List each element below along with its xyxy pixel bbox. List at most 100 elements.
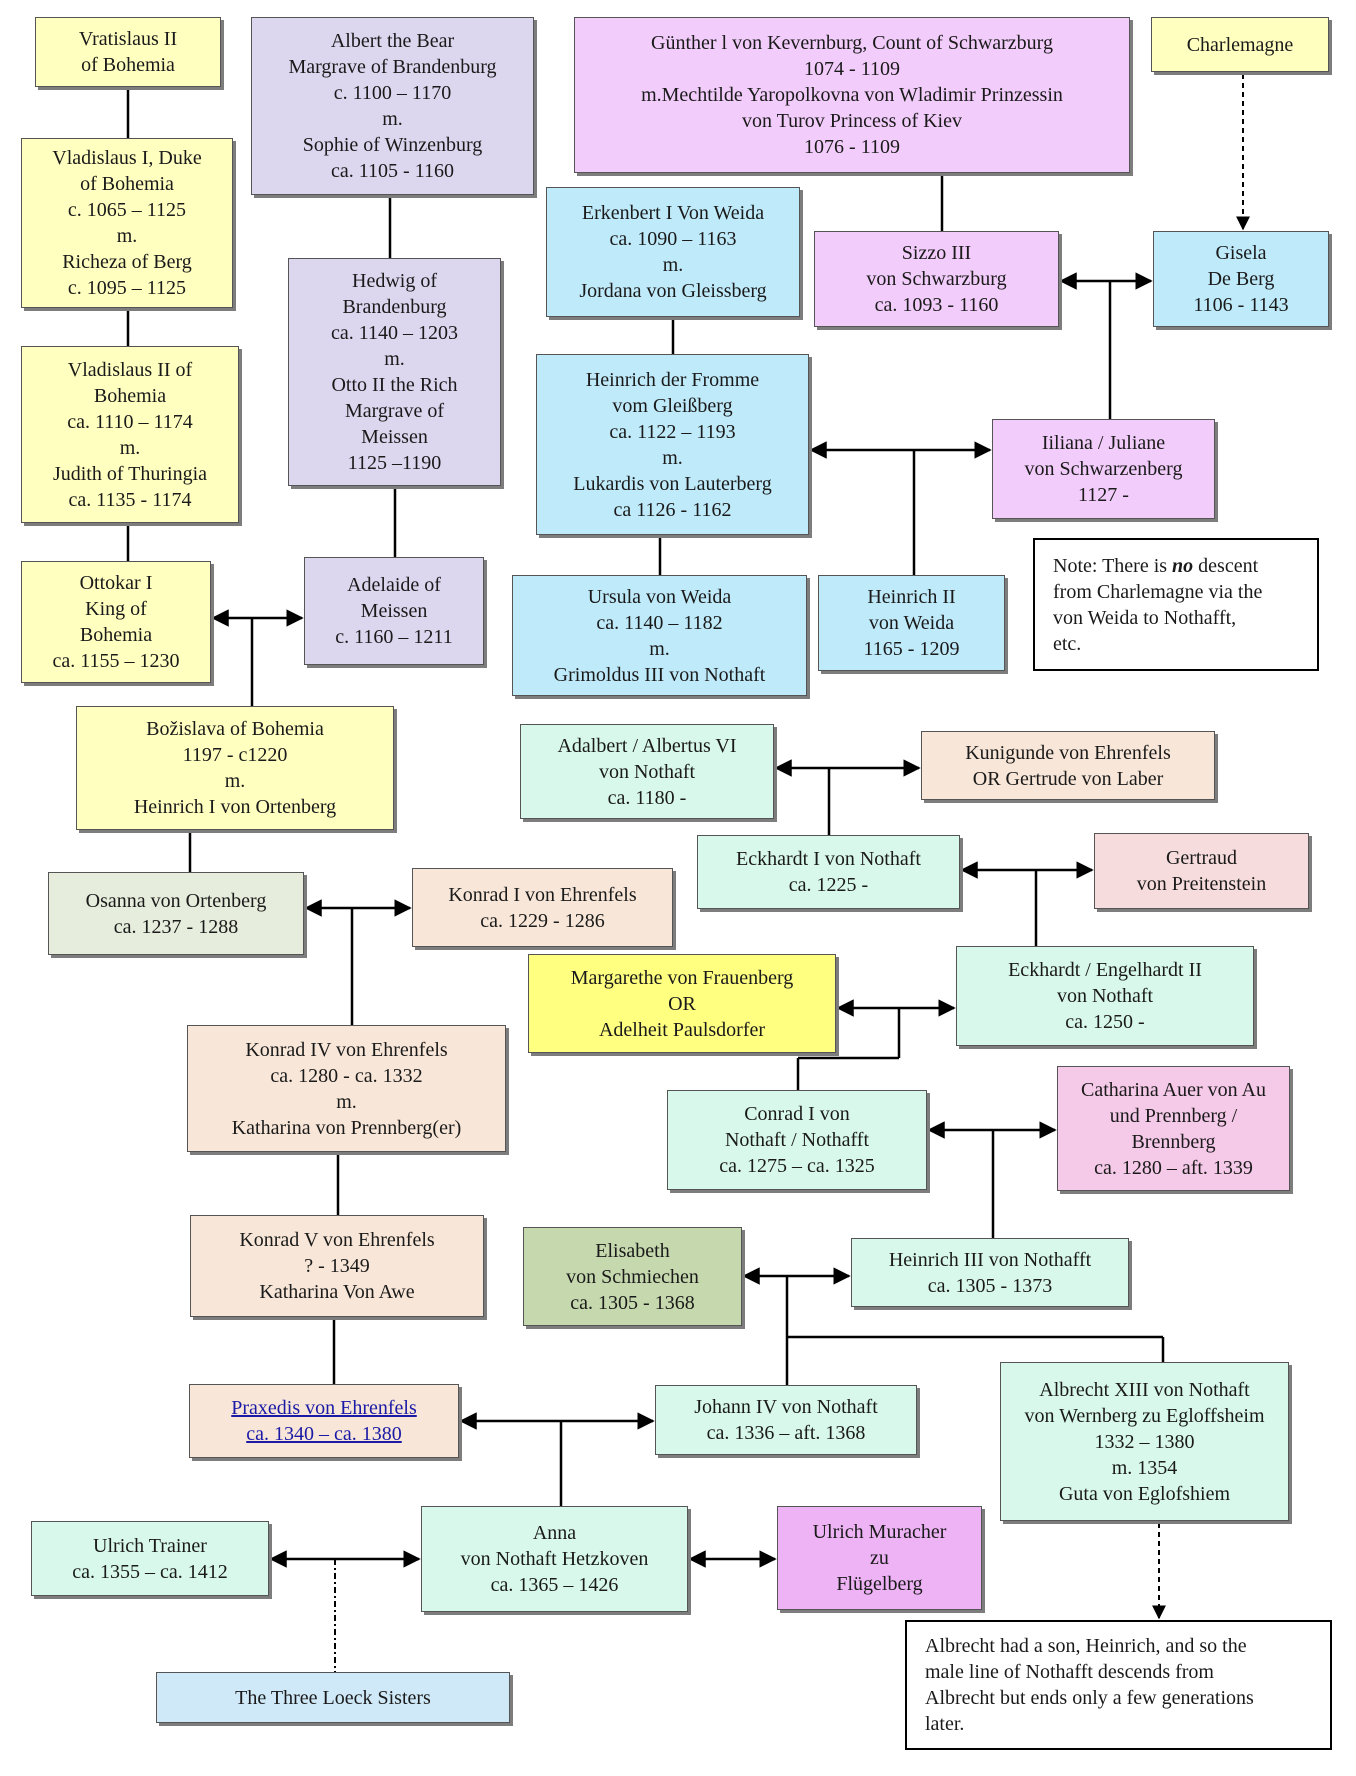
node-text: ca. 1229 - 1286	[480, 909, 605, 932]
node-text: zu	[870, 1547, 889, 1569]
node-text: Lukardis von Lauterberg	[573, 472, 772, 495]
node-text: von Nothaft	[598, 760, 696, 783]
node-text: Adelaide of	[347, 574, 441, 596]
node-text: ca. 1237 - 1288	[113, 915, 239, 938]
node-sizzo: Sizzo III von Schwarzburg ca. 1093 - 116…	[814, 231, 1059, 327]
node-text: Bohemia	[93, 384, 167, 407]
node-gertraud: Gertraud von Preitenstein	[1094, 833, 1309, 909]
node-text: Elisabeth	[595, 1239, 670, 1262]
node-text: 1332 – 1380	[1094, 1430, 1195, 1453]
node-vladislaus-i: Vladislaus I, Duke of Bohemia c. 1065 – …	[21, 138, 233, 308]
node-text: ca. 1140 – 1203	[330, 322, 458, 344]
node-text: ca. 1135 - 1174	[68, 488, 192, 511]
note-text: Albrecht had a son, Heinrich, and so the	[925, 1635, 1247, 1657]
node-text: Gisela	[1215, 242, 1267, 264]
node-kunigunde: Kunigunde von Ehrenfels OR Gertrude von …	[921, 731, 1215, 800]
node-text: Catharina Auer von Au	[1081, 1078, 1266, 1101]
node-text: Judith of Thuringia	[52, 462, 208, 485]
node-text: 1106 - 1143	[1193, 294, 1289, 316]
node-gisela: Gisela De Berg 1106 - 1143	[1153, 231, 1329, 327]
node-text: Margrave of Brandenburg	[288, 56, 497, 78]
node-erkenbert: Erkenbert I Von Weida ca. 1090 – 1163 m.…	[546, 187, 800, 317]
node-osanna: Osanna von Ortenberg ca. 1237 - 1288	[48, 872, 304, 955]
node-text: Sizzo III	[901, 242, 972, 264]
node-text: von Schwarzenberg	[1024, 458, 1183, 480]
node-text: Adalbert / Albertus VI	[557, 734, 737, 757]
node-text: OR	[668, 992, 696, 1015]
node-text: ca. 1093 - 1160	[874, 294, 999, 316]
node-adelaide: Adelaide of Meissen c. 1160 – 1211	[304, 557, 484, 665]
node-text: Vladislaus I, Duke	[52, 147, 202, 169]
node-text: Konrad V von Ehrenfels	[239, 1229, 435, 1251]
node-text: 1165 - 1209	[863, 638, 960, 660]
node-text: Meissen	[360, 600, 428, 622]
node-text: Sophie of Winzenburg	[302, 134, 483, 156]
node-text: ca. 1336 – aft. 1368	[706, 1422, 866, 1444]
node-hedwig: Hedwig of Brandenburg ca. 1140 – 1203 m.…	[288, 258, 501, 486]
note-line-1: Note: There is no descent	[1053, 553, 1258, 579]
node-adalbert: Adalbert / Albertus VI von Nothaft ca. 1…	[520, 724, 774, 819]
node-text: Albert the Bear	[330, 30, 455, 52]
node-text: von Preitenstein	[1136, 873, 1267, 895]
node-text: of Bohemia	[81, 54, 175, 76]
node-text: Katharina Von Awe	[259, 1281, 415, 1303]
node-text: Konrad I von Ehrenfels	[448, 883, 637, 906]
node-text: Heinrich I von Ortenberg	[133, 796, 337, 818]
node-text: m. 1354	[1111, 1456, 1178, 1479]
node-text: m.	[224, 770, 246, 792]
node-text: c. 1100 – 1170	[333, 82, 452, 104]
node-text: Kunigunde von Ehrenfels	[965, 741, 1171, 764]
node-text: c. 1095 – 1125	[67, 277, 187, 299]
node-heinrich-iii: Heinrich III von Nothafft ca. 1305 - 137…	[851, 1238, 1129, 1307]
node-text: ca. 1355 – ca. 1412	[72, 1560, 228, 1583]
node-praxedis-link[interactable]: Praxedis von Ehrenfels ca. 1340 – ca. 13…	[189, 1384, 459, 1458]
node-konrad-iv: Konrad IV von Ehrenfels ca. 1280 - ca. 1…	[187, 1025, 506, 1152]
node-ursula: Ursula von Weida ca. 1140 – 1182 m. Grim…	[512, 575, 807, 696]
node-text: Eckhardt I von Nothaft	[736, 848, 921, 870]
node-vladislaus-ii: Vladislaus II of Bohemia ca. 1110 – 1174…	[21, 346, 239, 523]
node-text: Konrad IV von Ehrenfels	[245, 1038, 448, 1061]
node-text: c. 1065 – 1125	[67, 199, 187, 221]
node-elisabeth: Elisabeth von Schmiechen ca. 1305 - 1368	[523, 1227, 742, 1326]
node-text: ca. 1365 – 1426	[490, 1574, 619, 1596]
node-text: Vratislaus II	[78, 28, 178, 50]
node-text: ca. 1140 – 1182	[596, 611, 723, 634]
node-text: Ursula von Weida	[587, 585, 732, 608]
node-text: Charlemagne	[1186, 33, 1294, 56]
node-link-text[interactable]: Praxedis von Ehrenfels	[231, 1397, 417, 1419]
node-link-text[interactable]: ca. 1340 – ca. 1380	[246, 1423, 402, 1445]
node-iliana: Iiliana / Juliane von Schwarzenberg 1127…	[992, 419, 1215, 519]
note-text: von Weida to Nothafft,	[1053, 606, 1237, 629]
node-text: m.	[649, 637, 670, 660]
note-charlemagne-descent: Note: There is no descent from Charlemag…	[1033, 538, 1319, 671]
node-text: m.	[116, 225, 138, 247]
node-text: ca 1126 - 1162	[613, 498, 732, 521]
node-text: Vladislaus II of	[67, 358, 193, 381]
node-ulrich-muracher: Ulrich Muracher zu Flügelberg	[777, 1506, 982, 1610]
node-text: m.	[119, 436, 141, 459]
note-text: from Charlemagne via the	[1053, 580, 1263, 603]
node-text: 1074 - 1109	[804, 58, 900, 80]
node-albert-the-bear: Albert the Bear Margrave of Brandenburg …	[251, 17, 534, 195]
note-text: etc.	[1053, 632, 1082, 655]
node-text: ca. 1105 - 1160	[331, 160, 454, 182]
node-ottokar: Ottokar I King of Bohemia ca. 1155 – 123…	[21, 561, 211, 683]
node-text: 1076 - 1109	[804, 136, 900, 158]
node-text: The Three Loeck Sisters	[235, 1686, 431, 1709]
node-bozislava: Božislava of Bohemia 1197 - c1220 m. Hei…	[76, 706, 394, 830]
node-text: Adelheit Paulsdorfer	[598, 1018, 766, 1041]
node-text: ca. 1305 - 1368	[570, 1291, 695, 1314]
node-text: Katharina von Prennberg(er)	[231, 1116, 462, 1139]
node-text: Ulrich Muracher	[812, 1521, 947, 1543]
node-text: 1197 - c1220	[182, 744, 288, 766]
node-text: Osanna von Ortenberg	[85, 889, 267, 912]
node-text: Gertraud	[1165, 847, 1238, 869]
node-eckhardt-i: Eckhardt I von Nothaft ca. 1225 -	[697, 835, 960, 909]
node-konrad-i: Konrad I von Ehrenfels ca. 1229 - 1286	[412, 868, 673, 947]
node-text: Brandenburg	[342, 296, 447, 318]
node-text: ca. 1122 – 1193	[609, 420, 736, 443]
node-text: Božislava of Bohemia	[146, 718, 324, 740]
note-text: Note: There is	[1053, 554, 1173, 577]
node-text: m.	[336, 1090, 357, 1113]
